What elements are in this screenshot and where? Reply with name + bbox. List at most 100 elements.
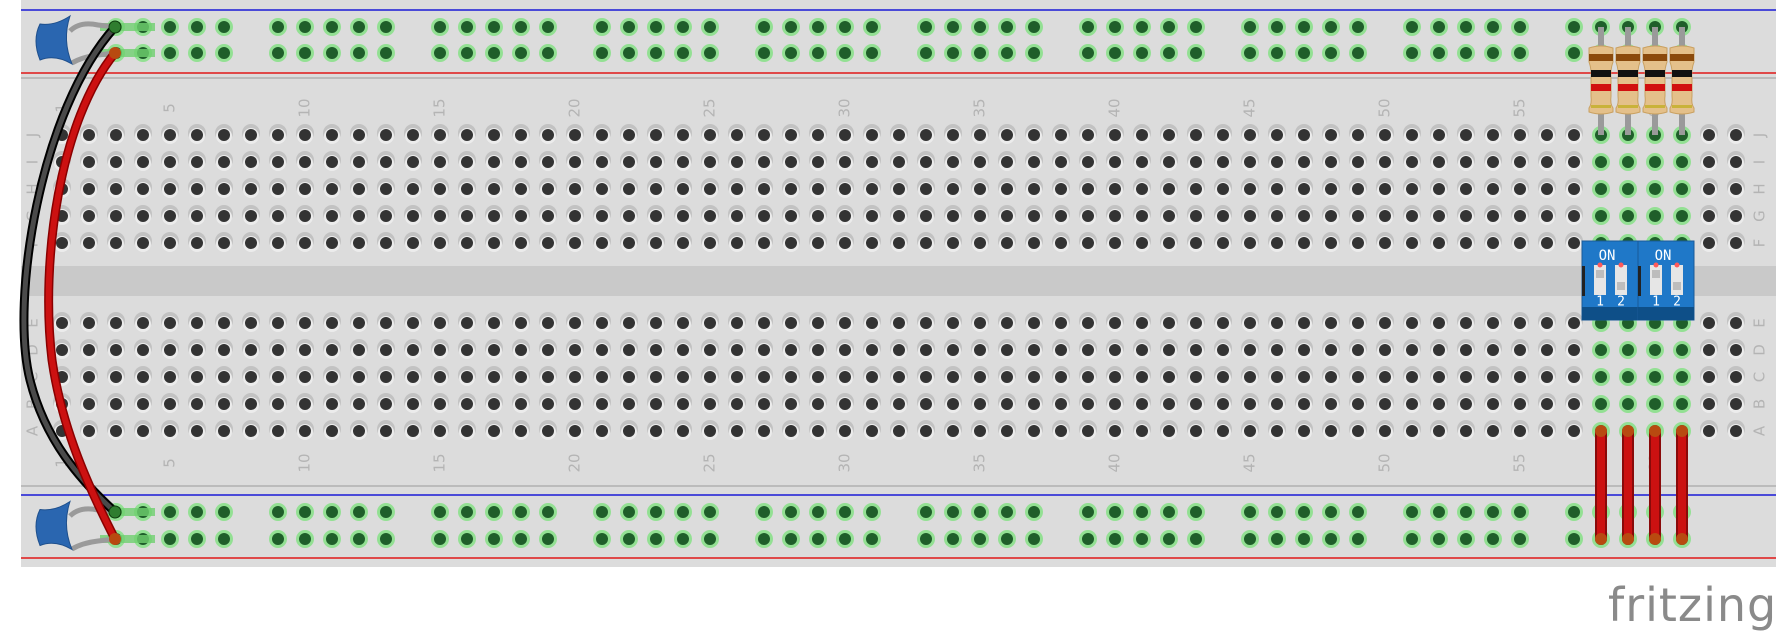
- rail-hole: [191, 533, 203, 545]
- hole-A41: [1136, 425, 1148, 437]
- hole-G47: [1298, 210, 1310, 222]
- hole-A2: [83, 425, 95, 437]
- hole-F46: [1271, 237, 1283, 249]
- hole-G20: [569, 210, 581, 222]
- hole-J45: [1244, 129, 1256, 141]
- resistor-band: [1591, 105, 1611, 108]
- hole-F3: [110, 237, 122, 249]
- hole-F2: [83, 237, 95, 249]
- hole-C59: [1622, 371, 1634, 383]
- rail-hole: [1487, 506, 1499, 518]
- hole-G19: [542, 210, 554, 222]
- hole-D62: [1703, 344, 1715, 356]
- hole-E54: [1487, 317, 1499, 329]
- hole-H9: [272, 183, 284, 195]
- hole-B44: [1217, 398, 1229, 410]
- hole-B30: [839, 398, 851, 410]
- capacitor-leg: [70, 536, 116, 552]
- capacitor-body: [35, 14, 74, 66]
- hole-B57: [1568, 398, 1580, 410]
- rail-hole: [434, 506, 446, 518]
- rail-hole: [974, 47, 986, 59]
- hole-F44: [1217, 237, 1229, 249]
- hole-B39: [1082, 398, 1094, 410]
- hole-F32: [893, 237, 905, 249]
- hole-E14: [407, 317, 419, 329]
- dip-toggle-knob: [1673, 282, 1681, 290]
- hole-G36: [1001, 210, 1013, 222]
- hole-E17: [488, 317, 500, 329]
- resistor-body: [1615, 45, 1641, 115]
- hole-I19: [542, 156, 554, 168]
- hole-F51: [1406, 237, 1418, 249]
- hole-A17: [488, 425, 500, 437]
- hole-J15: [434, 129, 446, 141]
- hole-F25: [704, 237, 716, 249]
- hole-E23: [650, 317, 662, 329]
- wire-end: [109, 47, 121, 59]
- rail-hole: [326, 21, 338, 33]
- jumper-wire: [1597, 431, 1605, 539]
- hole-G49: [1352, 210, 1364, 222]
- hole-H47: [1298, 183, 1310, 195]
- hole-J63: [1730, 129, 1742, 141]
- hole-E38: [1055, 317, 1067, 329]
- hole-B9: [272, 398, 284, 410]
- hole-J2: [83, 129, 95, 141]
- hole-A27: [758, 425, 770, 437]
- hole-J31: [866, 129, 878, 141]
- hole-E24: [677, 317, 689, 329]
- hole-D6: [191, 344, 203, 356]
- hole-J14: [407, 129, 419, 141]
- hole-D26: [731, 344, 743, 356]
- hole-H52: [1433, 183, 1445, 195]
- hole-B33: [920, 398, 932, 410]
- rail-hole: [434, 533, 446, 545]
- hole-F31: [866, 237, 878, 249]
- hole-E51: [1406, 317, 1418, 329]
- hole-F36: [1001, 237, 1013, 249]
- rail-hole: [1514, 533, 1526, 545]
- hole-E11: [326, 317, 338, 329]
- hole-D21: [596, 344, 608, 356]
- hole-I53: [1460, 156, 1472, 168]
- hole-A24: [677, 425, 689, 437]
- leg-highlight: [100, 508, 155, 516]
- hole-E13: [380, 317, 392, 329]
- hole-A48: [1325, 425, 1337, 437]
- rail-hole: [380, 533, 392, 545]
- rail-hole: [353, 533, 365, 545]
- hole-A56: [1541, 425, 1553, 437]
- hole-D5: [164, 344, 176, 356]
- rail-hole: [1406, 47, 1418, 59]
- hole-I56: [1541, 156, 1553, 168]
- hole-D55: [1514, 344, 1526, 356]
- hole-B18: [515, 398, 527, 410]
- hole-F42: [1163, 237, 1175, 249]
- rail-hole: [758, 47, 770, 59]
- hole-I50: [1379, 156, 1391, 168]
- hole-H49: [1352, 183, 1364, 195]
- hole-D25: [704, 344, 716, 356]
- hole-D12: [353, 344, 365, 356]
- hole-B16: [461, 398, 473, 410]
- rail-hole: [785, 533, 797, 545]
- hole-D24: [677, 344, 689, 356]
- hole-H6: [191, 183, 203, 195]
- hole-I41: [1136, 156, 1148, 168]
- rail-hole: [1082, 506, 1094, 518]
- rail-hole: [623, 47, 635, 59]
- hole-D49: [1352, 344, 1364, 356]
- rail-hole: [677, 47, 689, 59]
- hole-C51: [1406, 371, 1418, 383]
- hole-C9: [272, 371, 284, 383]
- hole-D22: [623, 344, 635, 356]
- hole-H2: [83, 183, 95, 195]
- resistor-band: [1618, 84, 1638, 91]
- hole-I63: [1730, 156, 1742, 168]
- hole-C15: [434, 371, 446, 383]
- hole-B6: [191, 398, 203, 410]
- rail-hole: [542, 21, 554, 33]
- hole-E34: [947, 317, 959, 329]
- hole-F26: [731, 237, 743, 249]
